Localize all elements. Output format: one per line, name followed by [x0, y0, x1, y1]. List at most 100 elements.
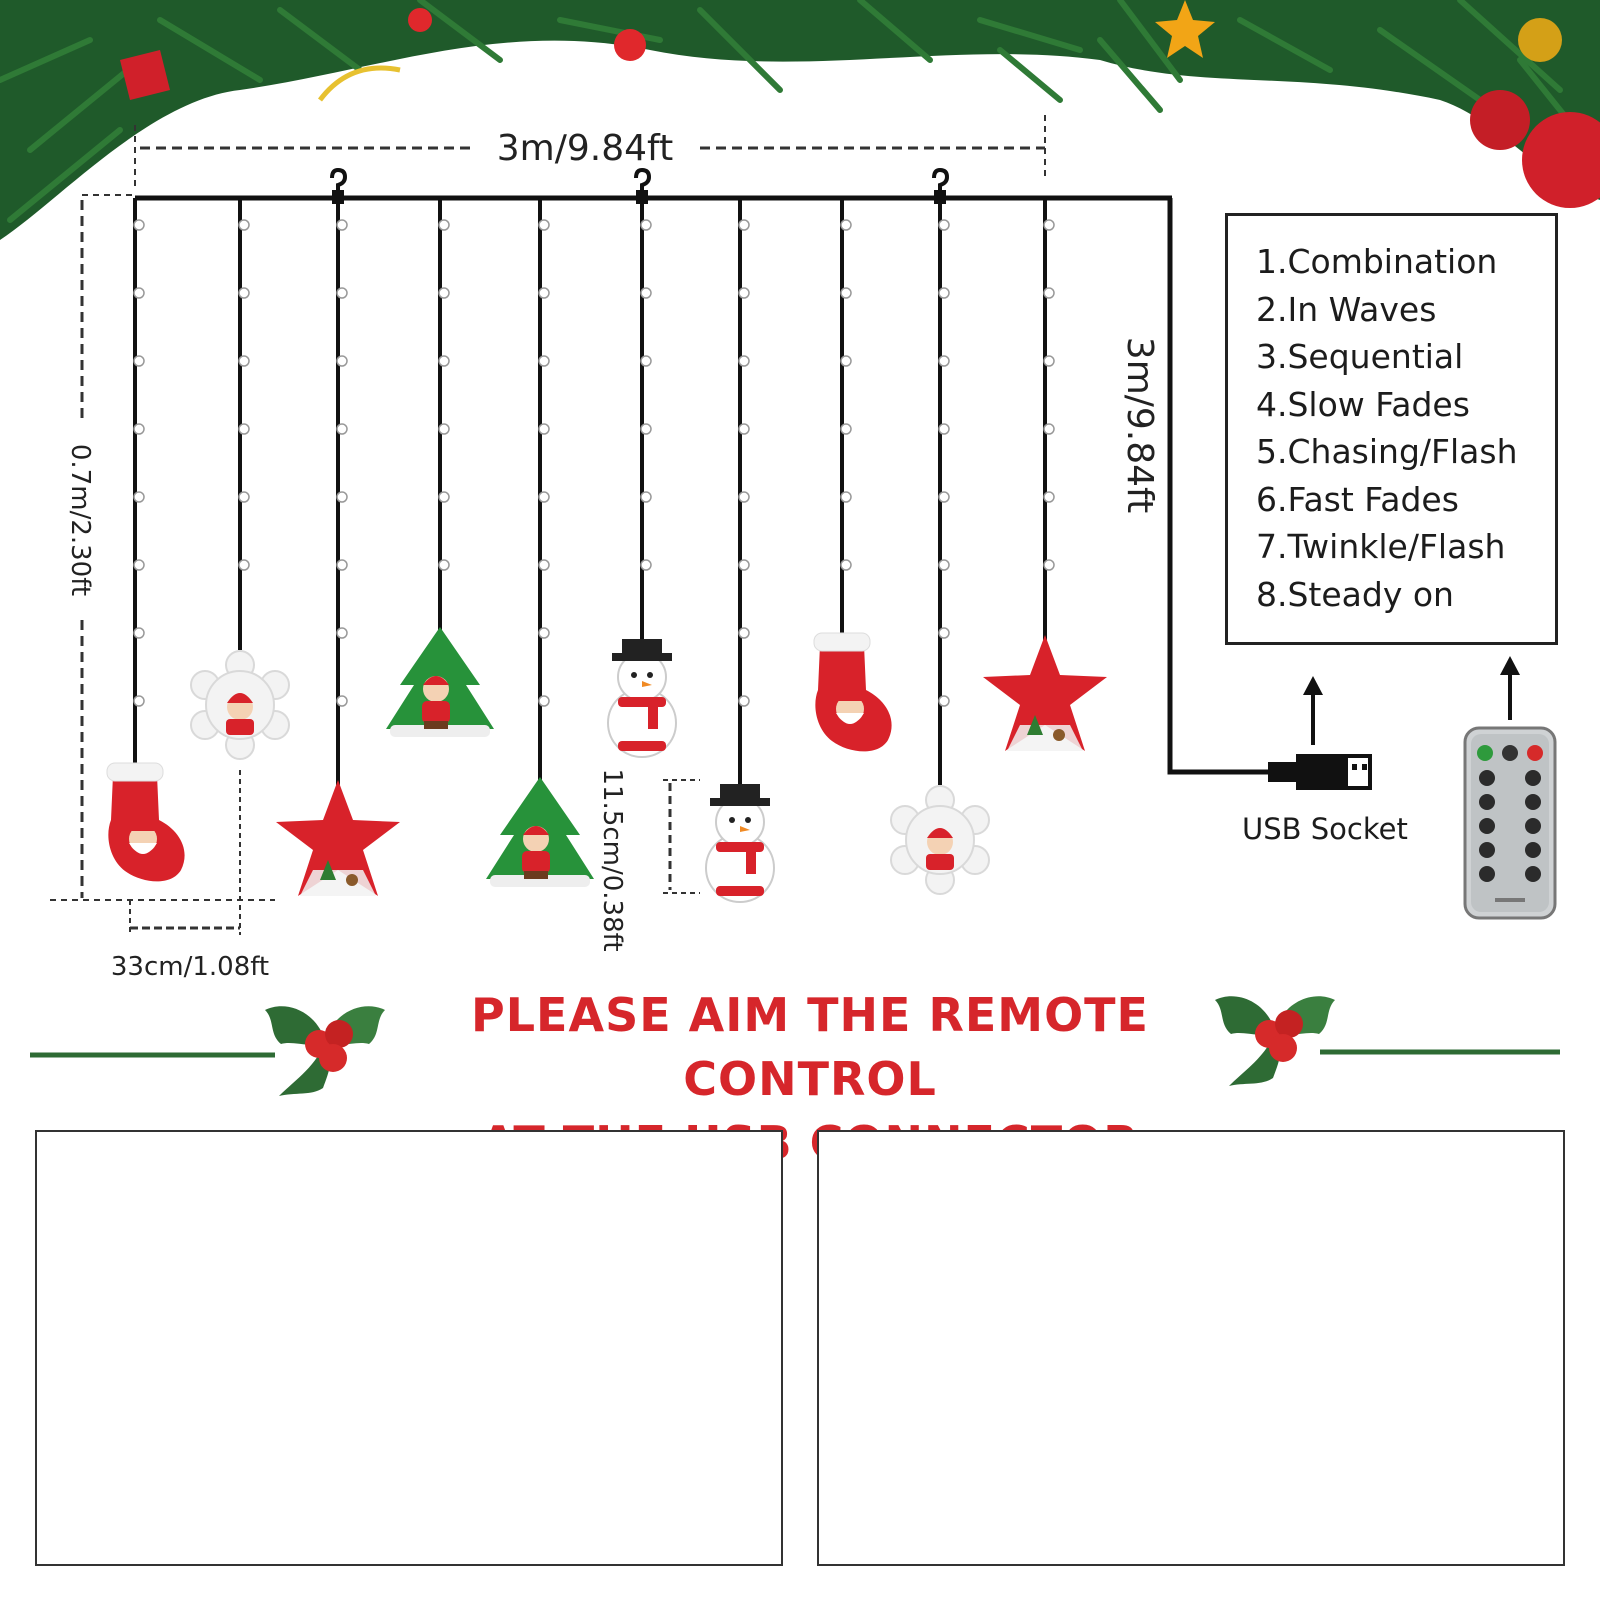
star-ornament	[276, 780, 400, 896]
led-bulb	[640, 287, 652, 299]
led-bulb	[738, 491, 750, 503]
mode-item: 4.Slow Fades	[1256, 384, 1470, 424]
led-bulb	[538, 287, 550, 299]
correct-aim-panel	[35, 1130, 783, 1566]
led-bulb	[738, 355, 750, 367]
usb-plug	[1266, 752, 1372, 792]
led-bulb	[336, 559, 348, 571]
height-label: 0.7m/2.30ft	[65, 444, 95, 596]
led-bulb	[938, 287, 950, 299]
led-bulb	[738, 559, 750, 571]
mode-item: 5.Chasing/Flash	[1256, 432, 1518, 471]
led-bulb	[336, 287, 348, 299]
led-bulb	[133, 491, 145, 503]
led-bulb	[133, 355, 145, 367]
tree-ornament	[486, 777, 594, 887]
modes-box: 1.Combination 2.In Waves 3.Sequential 4.…	[1225, 213, 1558, 645]
led-bulb	[640, 423, 652, 435]
led-bulb	[438, 355, 450, 367]
mode-item: 1.Combination	[1256, 242, 1498, 281]
snowman-ornament	[705, 783, 775, 903]
width-dimension: 3m/9.84ft	[134, 115, 1046, 190]
stocking-ornament	[106, 762, 186, 882]
led-bulb	[938, 219, 950, 231]
led-bulb	[538, 423, 550, 435]
instruction-line-1: PLEASE AIM THE REMOTE CONTROL	[471, 988, 1149, 1106]
led-bulb	[738, 423, 750, 435]
led-bulb	[238, 287, 250, 299]
led-bulb	[738, 287, 750, 299]
led-bulb	[538, 627, 550, 639]
mode-item: 3.Sequential	[1256, 337, 1464, 376]
led-bulb	[336, 355, 348, 367]
led-bulb	[133, 287, 145, 299]
led-bulb	[438, 423, 450, 435]
star-ornament	[983, 635, 1107, 751]
main-wire	[135, 168, 1372, 792]
led-bulb	[133, 559, 145, 571]
led-bulb	[640, 355, 652, 367]
led-bulb	[133, 219, 145, 231]
led-bulb	[640, 559, 652, 571]
led-bulb	[640, 491, 652, 503]
mode-item: 7.Twinkle/Flash	[1256, 527, 1506, 566]
spacing-dimension: 33cm/1.08ft	[111, 770, 269, 982]
snowflake-ornament	[890, 785, 990, 895]
led-bulb	[238, 219, 250, 231]
snowman-ornament	[607, 638, 677, 758]
led-bulb	[336, 423, 348, 435]
ornament-size-dimension: 11.5cm/0.38ft	[597, 768, 700, 952]
remote-control-icon	[1463, 726, 1557, 920]
led-bulb	[336, 219, 348, 231]
led-bulb	[538, 491, 550, 503]
stocking-ornament	[813, 632, 893, 752]
led-bulb	[840, 287, 852, 299]
led-bulb	[538, 559, 550, 571]
mode-item: 8.Steady on	[1256, 574, 1454, 614]
led-bulb	[336, 695, 348, 707]
led-bulb	[640, 219, 652, 231]
led-bulb	[1043, 423, 1055, 435]
usb-socket-label: USB Socket	[1242, 812, 1408, 846]
mode-item: 2.In Waves	[1256, 289, 1437, 329]
led-bulb	[438, 219, 450, 231]
led-bulb	[336, 627, 348, 639]
mode-item: 6.Fast Fades	[1256, 479, 1459, 519]
holly-icon	[265, 1006, 385, 1096]
led-bulb	[238, 355, 250, 367]
led-bulb	[133, 627, 145, 639]
led-bulb	[1043, 491, 1055, 503]
led-bulb	[133, 423, 145, 435]
led-bulb	[938, 695, 950, 707]
led-bulb	[238, 491, 250, 503]
width-label: 3m/9.84ft	[497, 128, 673, 169]
led-bulb	[1043, 355, 1055, 367]
led-bulb	[738, 219, 750, 231]
spacing-label: 33cm/1.08ft	[111, 952, 269, 982]
led-bulb	[840, 491, 852, 503]
mode-arrows	[1303, 656, 1520, 745]
led-bulb	[538, 695, 550, 707]
led-bulb	[538, 219, 550, 231]
ornament-size-label: 11.5cm/0.38ft	[597, 768, 627, 951]
led-bulb	[438, 491, 450, 503]
led-bulb	[840, 219, 852, 231]
height-dimension: 0.7m/2.30ft	[50, 194, 275, 901]
led-bulb	[840, 423, 852, 435]
led-bulb	[738, 695, 750, 707]
led-bulb	[238, 423, 250, 435]
led-bulb	[938, 627, 950, 639]
led-bulb	[938, 423, 950, 435]
led-bulb	[438, 287, 450, 299]
led-bulb	[538, 355, 550, 367]
led-bulb	[336, 491, 348, 503]
led-bulb	[133, 695, 145, 707]
led-bulb	[438, 559, 450, 571]
led-bulb	[938, 355, 950, 367]
led-bulb	[1043, 219, 1055, 231]
led-bulb	[840, 559, 852, 571]
led-bulb	[938, 559, 950, 571]
led-bulb	[840, 355, 852, 367]
incorrect-aim-panel	[817, 1130, 1565, 1566]
